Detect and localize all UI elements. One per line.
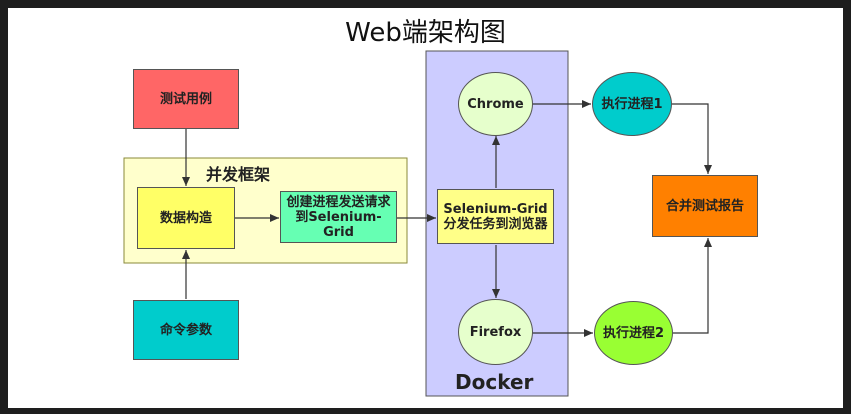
node-merge-report: 合并测试报告: [652, 175, 758, 237]
node-firefox: Firefox: [458, 299, 533, 365]
arrow-proc2-to-merge: [673, 238, 712, 334]
arrow-proc1-to-merge: [672, 103, 712, 174]
node-proc1: 执行进程1: [592, 72, 672, 136]
node-create-process: 创建进程发送请求到Selenium-Grid: [280, 191, 397, 243]
node-data-build: 数据构造: [137, 187, 235, 249]
node-proc2: 执行进程2: [594, 301, 673, 365]
diagram-title: Web端架构图: [345, 18, 506, 48]
node-test-cases: 测试用例: [133, 69, 239, 129]
node-chrome: Chrome: [458, 72, 533, 136]
node-cmd-params: 命令参数: [133, 300, 239, 360]
docker-group-label: Docker: [455, 370, 534, 394]
node-grid-dispatch: Selenium-Grid分发任务到浏览器: [437, 189, 554, 244]
concurrency-group-label: 并发框架: [206, 165, 271, 184]
